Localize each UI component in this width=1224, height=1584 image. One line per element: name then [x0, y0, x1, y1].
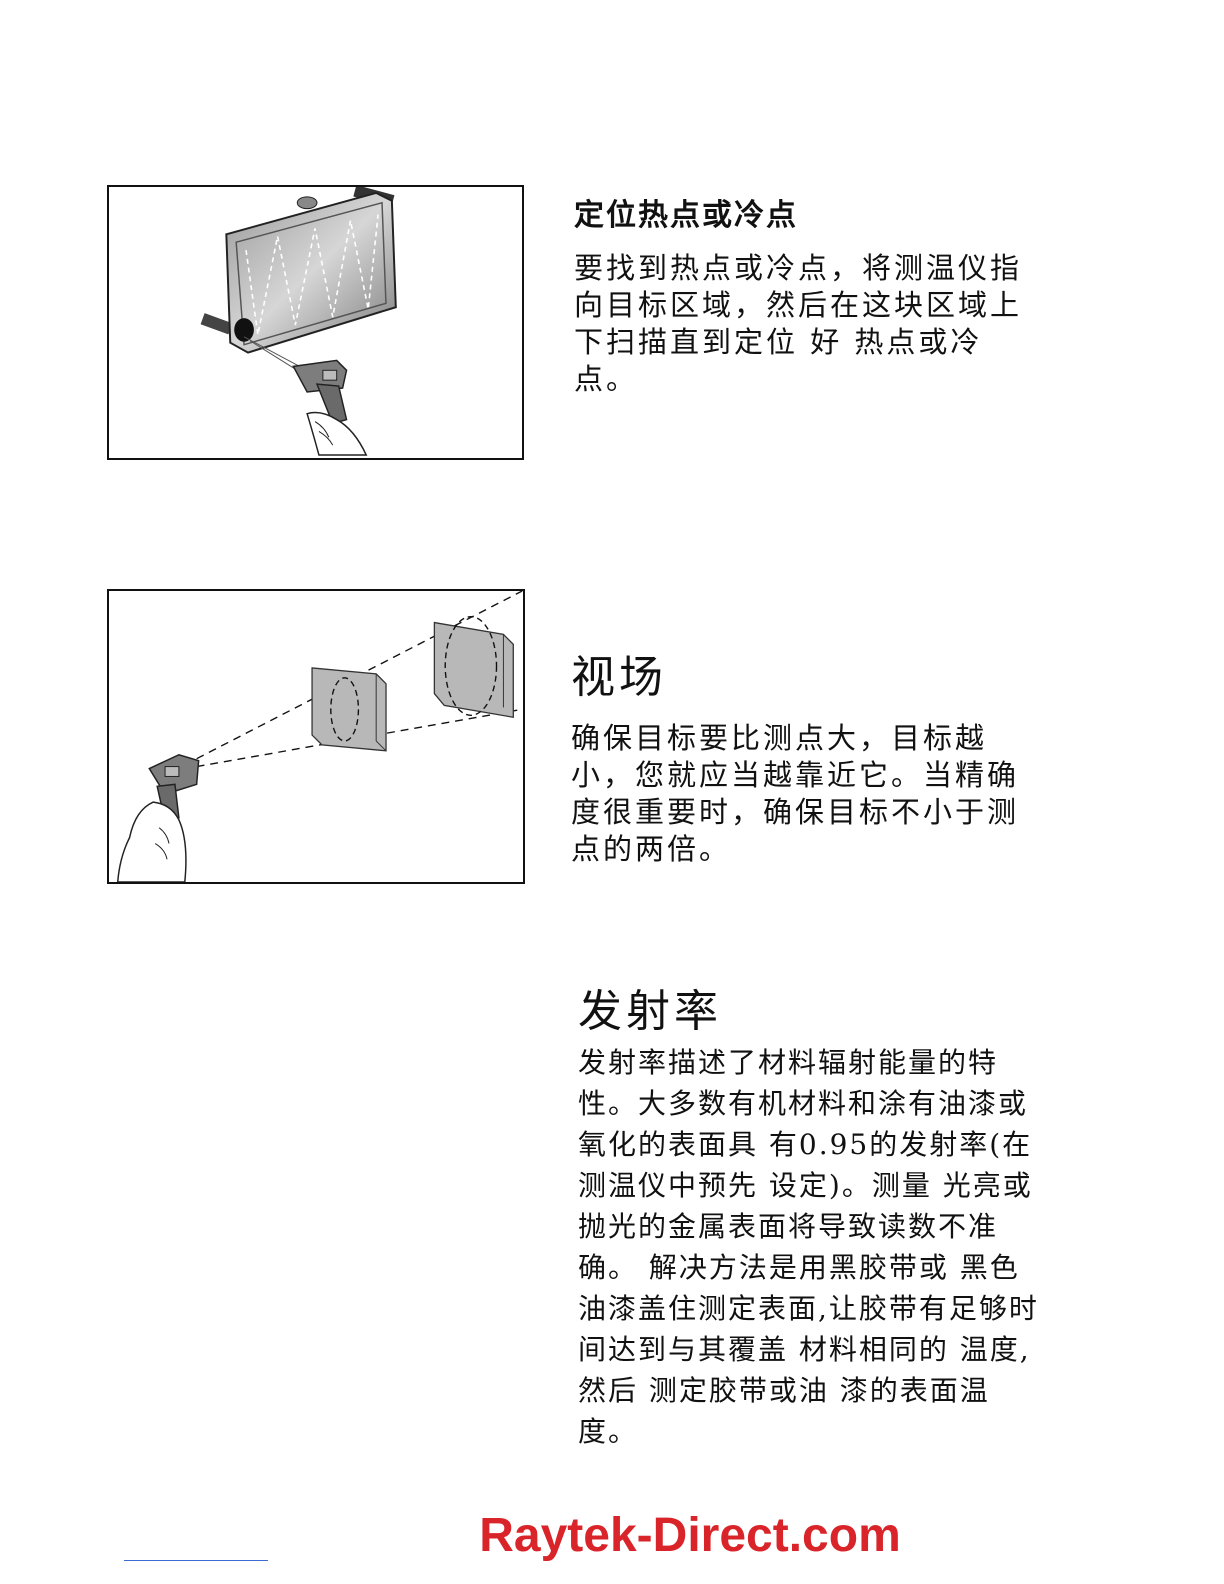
section-heading: 发射率 — [578, 984, 1048, 1040]
raytek-direct-link[interactable]: Raytek-Direct.com — [460, 1508, 920, 1564]
section-body: 要找到热点或冷点，将测温仪指向目标区域，然后在这块区域上下扫描直到定位 好 热点… — [574, 250, 1044, 398]
radiator-scan-icon — [109, 187, 522, 458]
section-heading: 定位热点或冷点 — [574, 196, 1044, 236]
section-body: 确保目标要比测点大，目标越小，您就应当越靠近它。当精确度很重要时，确保目标不小于… — [571, 720, 1041, 868]
section-body: 发射率描述了材料辐射能量的特性。大多数有机材料和涂有油漆或氧化的表面具 有0.9… — [578, 1042, 1048, 1452]
footer-divider — [124, 1560, 268, 1561]
radiator-scan-figure — [107, 185, 524, 460]
emissivity-section: 发射率 发射率描述了材料辐射能量的特性。大多数有机材料和涂有油漆或氧化的表面具 … — [578, 984, 1048, 1452]
field-of-view-figure — [107, 589, 525, 884]
section-heading: 视场 — [571, 650, 1041, 706]
locate-hot-cold-spot-section: 定位热点或冷点 要找到热点或冷点，将测温仪指向目标区域，然后在这块区域上下扫描直… — [574, 196, 1044, 398]
field-of-view-section: 视场 确保目标要比测点大，目标越小，您就应当越靠近它。当精确度很重要时，确保目标… — [571, 650, 1041, 868]
field-of-view-icon — [109, 591, 523, 882]
